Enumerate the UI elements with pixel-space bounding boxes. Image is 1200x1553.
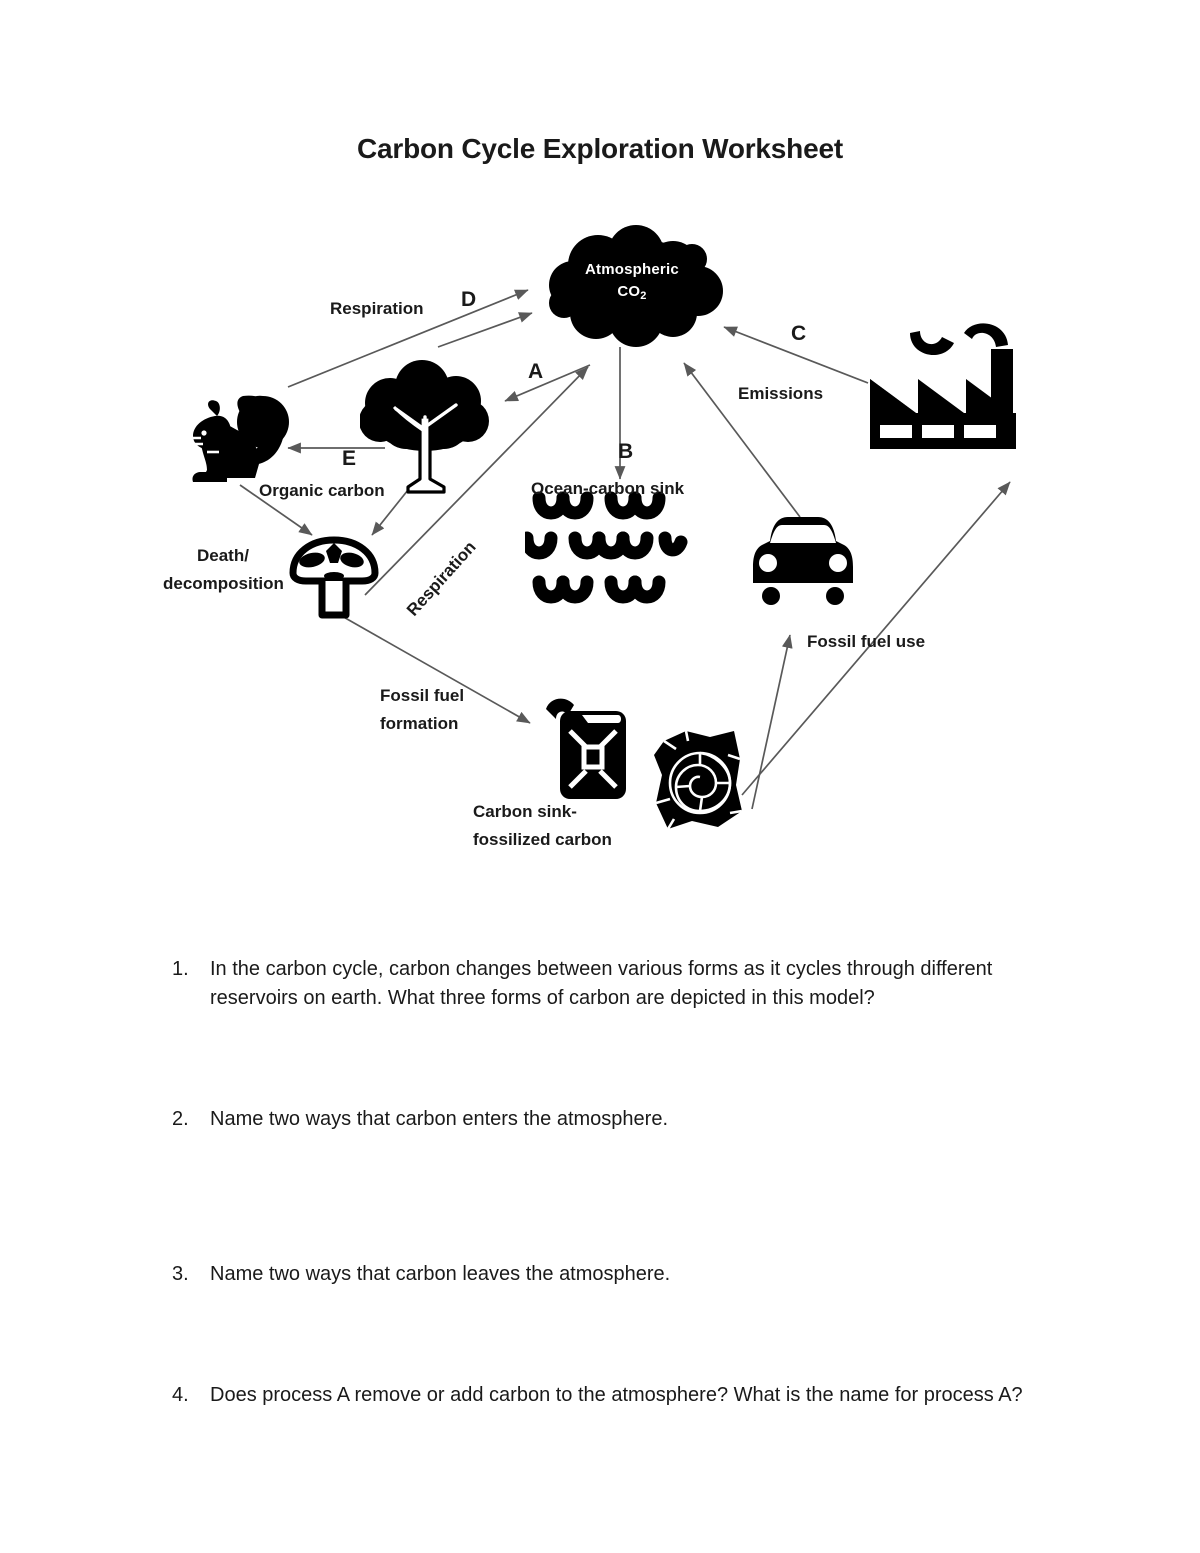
arrow-fossil-to-factory bbox=[741, 481, 1011, 796]
label-letter-c: C bbox=[791, 322, 807, 345]
cloud-icon bbox=[540, 225, 730, 350]
cloud-label-sub: 2 bbox=[640, 289, 647, 302]
question-text: Name two ways that carbon leaves the atm… bbox=[210, 1263, 671, 1285]
arrow-car-to-atmosphere bbox=[683, 362, 801, 518]
carbon-cycle-diagram: Atmospheric CO2 bbox=[0, 195, 1200, 895]
page-title: Carbon Cycle Exploration Worksheet bbox=[357, 133, 843, 164]
question-item: 2. Name two ways that carbon enters the … bbox=[172, 1105, 1077, 1134]
question-number: 4. bbox=[172, 1384, 189, 1406]
question-item: 3. Name two ways that carbon leaves the … bbox=[172, 1260, 1077, 1289]
arrow-layer bbox=[239, 289, 1011, 810]
cloud-label-line2: CO bbox=[617, 282, 641, 300]
question-item: 1. In the carbon cycle, carbon changes b… bbox=[172, 955, 1077, 1013]
label-letter-e: E bbox=[342, 447, 357, 470]
label-death-decomposition-line2: decomposition bbox=[163, 574, 284, 593]
squirrel-icon bbox=[185, 390, 290, 490]
jerry-can-icon bbox=[532, 693, 632, 801]
questions-list: 1. In the carbon cycle, carbon changes b… bbox=[172, 955, 1077, 1410]
arrow-squirrel-to-decomposition bbox=[239, 484, 313, 536]
cloud-label-line1: Atmospheric bbox=[585, 261, 679, 278]
label-fossil-fuel-use: Fossil fuel use bbox=[807, 632, 926, 651]
arrow-factory-to-atmosphere bbox=[723, 326, 869, 384]
ocean-waves-icon bbox=[525, 490, 705, 620]
fossil-rock-icon bbox=[648, 725, 748, 835]
label-fossil-fuel-formation-line2: formation bbox=[380, 714, 459, 733]
factory-icon bbox=[848, 317, 1028, 462]
arrow-tree-to-decomposition bbox=[371, 484, 413, 536]
question-text: Does process A remove or add carbon to t… bbox=[210, 1384, 1023, 1406]
label-organic-carbon: Organic carbon bbox=[259, 481, 385, 500]
question-number: 3. bbox=[172, 1263, 189, 1285]
arrow-tree-to-atmosphere bbox=[437, 312, 533, 348]
car-icon bbox=[748, 505, 858, 610]
question-number: 1. bbox=[172, 958, 189, 980]
arrow-fossil-to-car bbox=[751, 634, 793, 810]
question-text: In the carbon cycle, carbon changes betw… bbox=[210, 958, 993, 1009]
label-ocean-carbon-sink: Ocean-carbon sink bbox=[531, 479, 685, 498]
label-letter-b: B bbox=[618, 440, 634, 463]
label-letter-d: D bbox=[461, 288, 477, 311]
tree-icon bbox=[360, 355, 490, 495]
label-fossil-fuel-formation-line1: Fossil fuel bbox=[380, 686, 465, 705]
label-death-decomposition-line1: Death/ bbox=[197, 546, 249, 565]
label-carbon-sink-line1: Carbon sink- bbox=[473, 802, 577, 821]
arrow-decomposition-to-atmosphere bbox=[364, 366, 589, 596]
label-emissions: Emissions bbox=[738, 384, 824, 403]
arrow-atmosphere-to-tree bbox=[504, 364, 591, 402]
question-text: Name two ways that carbon enters the atm… bbox=[210, 1108, 669, 1130]
arrow-decomposition-to-fossil-fuel bbox=[339, 614, 531, 724]
mushroom-icon bbox=[286, 533, 382, 623]
label-respiration-top: Respiration bbox=[330, 299, 424, 318]
label-letter-a: A bbox=[528, 360, 544, 383]
arrow-squirrel-to-atmosphere bbox=[287, 289, 529, 388]
label-carbon-sink-line2: fossilized carbon bbox=[473, 830, 612, 849]
question-number: 2. bbox=[172, 1108, 189, 1130]
cloud-label: Atmospheric CO2 bbox=[585, 259, 679, 303]
question-item: 4. Does process A remove or add carbon t… bbox=[172, 1381, 1077, 1410]
